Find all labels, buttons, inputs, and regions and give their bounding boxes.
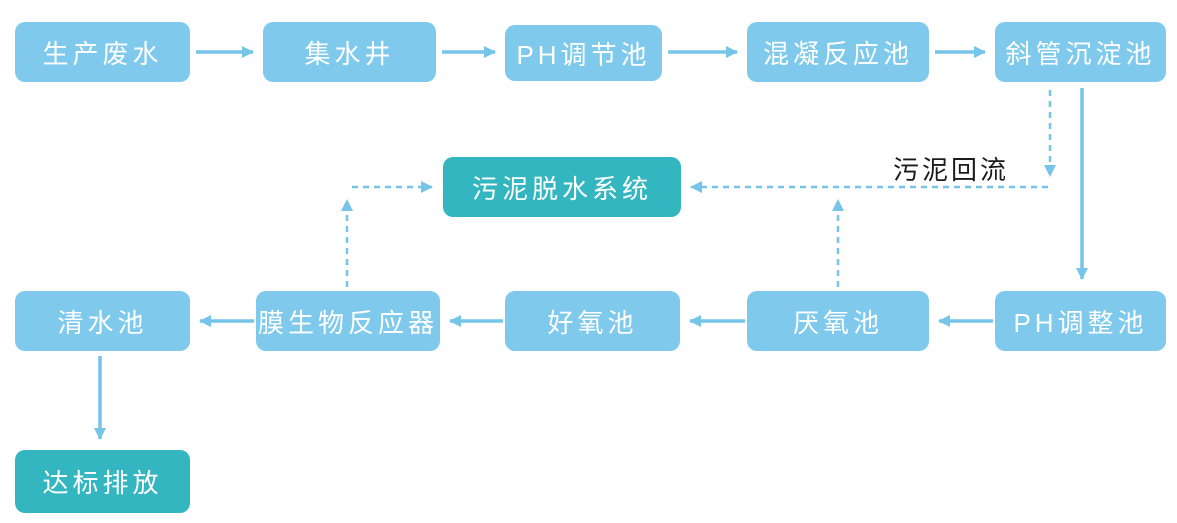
node-clear-water-tank: 清水池 xyxy=(15,291,190,351)
sludge-return-label: 污泥回流 xyxy=(893,155,1010,185)
node-aerobic-tank: 好氧池 xyxy=(505,291,680,351)
node-collection-well: 集水井 xyxy=(263,22,436,82)
node-coagulation-reaction-tank: 混凝反应池 xyxy=(747,22,929,82)
node-ph-regulation-tank: PH调节池 xyxy=(505,25,662,81)
node-membrane-bioreactor: 膜生物反应器 xyxy=(256,291,440,351)
node-ph-adjustment-tank: PH调整池 xyxy=(995,291,1166,351)
node-standard-discharge: 达标排放 xyxy=(15,450,190,513)
node-anaerobic-tank: 厌氧池 xyxy=(747,291,929,351)
node-inclined-tube-sedimentation-tank: 斜管沉淀池 xyxy=(995,22,1166,82)
node-sludge-dewatering-system: 污泥脱水系统 xyxy=(443,157,681,217)
node-production-wastewater: 生产废水 xyxy=(15,22,190,82)
